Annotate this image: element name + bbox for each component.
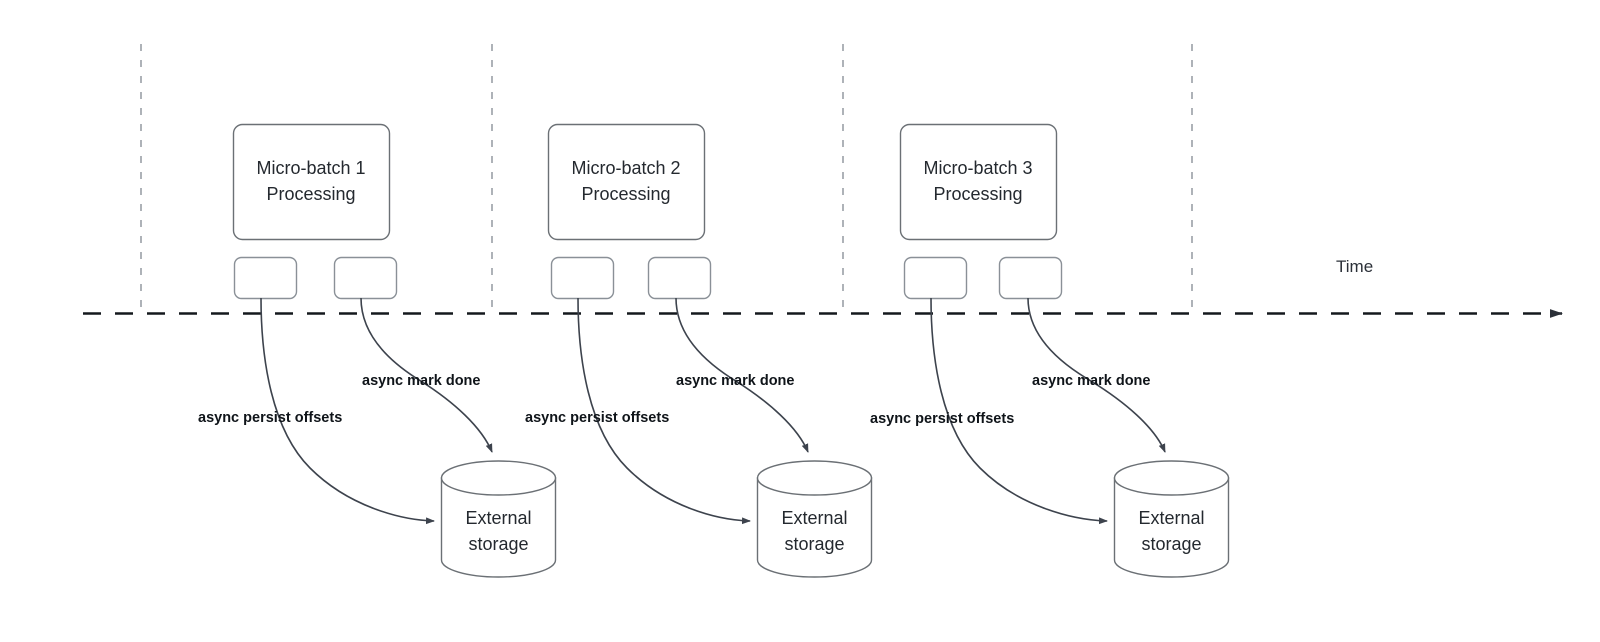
task-box-2-left[interactable]: [550, 256, 615, 300]
edge-label-persist-offsets-2: async persist offsets: [525, 410, 670, 426]
process-box-1[interactable]: [232, 123, 391, 241]
process-box-2[interactable]: [547, 123, 706, 241]
edge-mark-done-3: [1027, 297, 1166, 453]
edge-mark-done-2: [675, 297, 809, 453]
batch-boundary-lines: [140, 44, 1193, 314]
external-storage-1[interactable]: [440, 460, 557, 578]
external-storage-3[interactable]: [1113, 460, 1230, 578]
task-box-2-right[interactable]: [647, 256, 712, 300]
edge-persist-offsets-1: [260, 297, 435, 525]
edge-label-mark-done-2: async mark done: [676, 373, 795, 389]
edge-label-mark-done-3: async mark done: [1032, 373, 1151, 389]
edge-label-persist-offsets-1: async persist offsets: [198, 410, 343, 426]
task-box-1-left[interactable]: [233, 256, 298, 300]
batch-group-3: [899, 123, 1230, 578]
edge-mark-done-1: [360, 297, 493, 453]
edge-persist-offsets-3: [930, 297, 1108, 525]
edge-label-persist-offsets-3: async persist offsets: [870, 411, 1015, 427]
batch-group-1: [232, 123, 557, 578]
edge-label-mark-done-1: async mark done: [362, 373, 481, 389]
process-box-3[interactable]: [899, 123, 1058, 241]
batch-group-2: [547, 123, 873, 578]
edge-persist-offsets-2: [577, 297, 751, 525]
external-storage-2[interactable]: [756, 460, 873, 578]
task-box-1-right[interactable]: [333, 256, 398, 300]
time-axis-label: Time: [1336, 257, 1374, 276]
task-box-3-left[interactable]: [903, 256, 968, 300]
task-box-3-right[interactable]: [998, 256, 1063, 300]
